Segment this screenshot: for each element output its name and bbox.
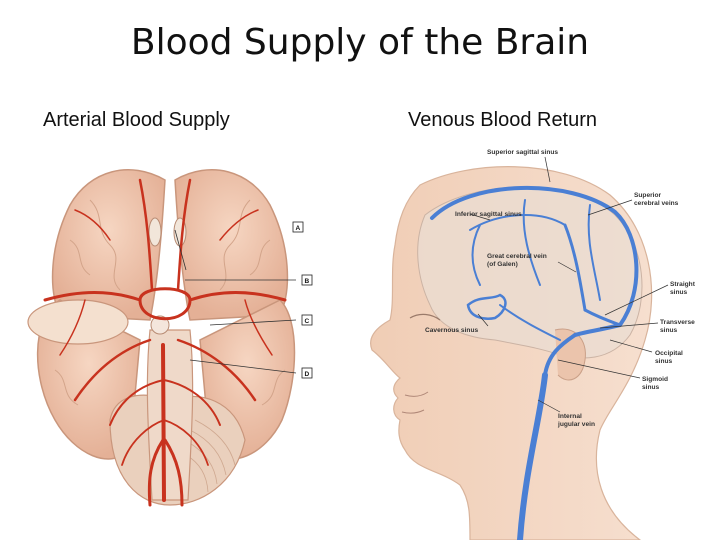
cavernous-sinus (466, 293, 507, 320)
pituitary-stalk (150, 315, 170, 335)
marker-b: B (301, 274, 313, 286)
frontal-lobe-left (51, 169, 166, 321)
internal-jugular-vein (517, 372, 548, 540)
venous-heading: Venous Blood Return (408, 109, 598, 131)
veins (430, 185, 639, 540)
label-straight-sinus-2: sinus (670, 289, 688, 296)
label-transverse-sinus-2: sinus (660, 327, 678, 334)
basilar-artery (161, 343, 166, 502)
head-profile (369, 166, 653, 540)
great-cerebral-vein (563, 223, 587, 312)
sigmoid-sinus (543, 333, 577, 377)
label-sigmoid-sinus-2: sinus (642, 384, 660, 391)
vertebral-artery-left (147, 438, 165, 507)
label-inferior-sagittal-sinus: Inferior sagittal sinus (455, 211, 522, 218)
marker-a: A (292, 221, 304, 233)
label-sigmoid-sinus-1: Sigmoid (642, 376, 668, 383)
marker-c: C (301, 314, 313, 326)
label-great-cerebral-vein-1: Great cerebral vein (487, 253, 547, 260)
middle-cerebral-right (188, 291, 287, 302)
marker-leaders (174, 229, 297, 374)
posterior-cerebral-left (73, 338, 152, 402)
brain-inferior-view (27, 169, 296, 506)
svg-text:D: D (305, 371, 310, 378)
cerebral-vein-1 (471, 224, 481, 286)
svg-text:C: C (305, 318, 310, 325)
anterior-cerebral-right (176, 178, 192, 292)
label-straight-sinus-1: Straight (670, 281, 696, 288)
posterior-cerebral-right (176, 338, 257, 402)
transverse-sinus (573, 323, 622, 337)
label-internal-jugular-vein-2: jugular vein (557, 421, 595, 428)
olfactory-bulb-left (148, 217, 162, 247)
label-cavernous-sinus: Cavernous sinus (425, 327, 478, 334)
label-great-cerebral-vein-2: (of Galen) (487, 261, 518, 268)
label-superior-cerebral-veins-1: Superior (634, 192, 662, 199)
label-internal-jugular-vein-1: Internal (558, 413, 582, 420)
brainstem (146, 329, 194, 501)
middle-cerebral-left (43, 291, 142, 302)
cerebral-vein-2 (522, 199, 541, 286)
slide-title: Blood Supply of the Brain (130, 22, 590, 63)
arterial-heading: Arterial Blood Supply (43, 109, 230, 131)
arteries (43, 178, 287, 507)
marker-d: D (301, 367, 313, 379)
label-occipital-sinus-1: Occipital (655, 350, 683, 357)
label-occipital-sinus-2: sinus (655, 358, 673, 365)
superior-sagittal-sinus (430, 185, 639, 327)
venous-leaders (469, 156, 669, 413)
svg-text:A: A (296, 225, 301, 232)
vertebral-artery-right (163, 438, 184, 507)
label-transverse-sinus-1: Transverse (660, 319, 695, 326)
cerebral-vein-3 (587, 204, 601, 301)
label-superior-cerebral-veins-2: cerebral veins (634, 200, 679, 207)
label-superior-sagittal-sinus: Superior sagittal sinus (487, 149, 558, 156)
anterior-cerebral-left (138, 178, 154, 292)
svg-text:B: B (305, 278, 310, 285)
